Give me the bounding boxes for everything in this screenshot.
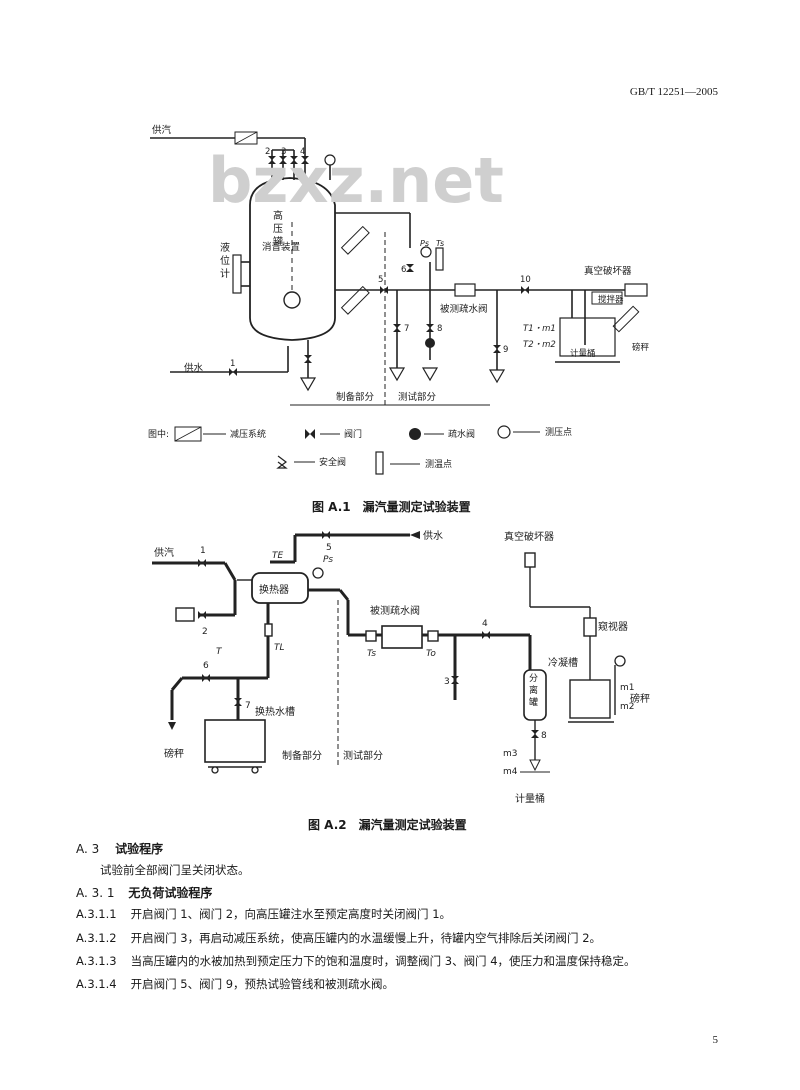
f2-te: TE	[272, 551, 283, 561]
f1-prep-section: 制备部分	[336, 391, 375, 403]
f2-tl: TL	[274, 643, 285, 653]
f2-vacuum-breaker: 真空破坏器	[504, 530, 554, 543]
fig2-caption: 图 A.2 漏汽量测定试验装置	[308, 818, 467, 832]
f2-m2: m2	[620, 702, 635, 712]
f1-ts: Ts	[436, 239, 444, 248]
f1-level-gauge-label: 液位计	[220, 243, 230, 280]
f1-valve-6: 6	[401, 265, 406, 275]
f1-steam-supply: 供汽	[152, 124, 172, 136]
f2-scale-right: 磅秤	[630, 692, 650, 705]
f2-condensing-tank: 冷凝槽	[548, 656, 578, 669]
legend-pressure-reducing: 减压系统	[230, 428, 266, 440]
f1-valve-9: 9	[503, 345, 508, 355]
f1-trap-under-test: 被测疏水阀	[440, 303, 488, 315]
f2-t: T	[216, 647, 223, 657]
section-a3-number: A. 3	[76, 842, 100, 856]
legend-safety-valve-icon	[276, 455, 288, 469]
f1-valve-8: 8	[437, 324, 442, 334]
f1-valve-2: 2	[265, 147, 270, 157]
f2-valve-5: 5	[326, 543, 332, 553]
f2-to: To	[426, 649, 436, 659]
f2-separator-label: 分离罐	[529, 674, 539, 708]
f1-ps: Ps	[420, 239, 429, 248]
f2-ts: Ts	[367, 649, 376, 659]
legend-valve-icon	[305, 429, 315, 439]
f2-valve-6: 6	[203, 661, 209, 671]
f2-heat-exchange-tank: 换热水槽	[255, 705, 295, 718]
f2-m4: m4	[503, 767, 518, 777]
legend-temp-point-icon	[375, 451, 384, 475]
f2-ps: Ps	[323, 555, 333, 565]
f2-valve-2: 2	[202, 627, 208, 637]
legend-pressure-point-icon	[497, 425, 511, 439]
page-number: 5	[712, 1034, 719, 1046]
f2-m3: m3	[503, 749, 518, 759]
standard-number: GB/T 12251—2005	[629, 86, 718, 98]
section-a3-title: 试验程序	[115, 842, 164, 856]
f2-m1: m1	[620, 683, 635, 693]
intro-paragraph: 试验前全部阀门呈关闭状态。	[100, 863, 250, 877]
legend-valve: 阀门	[344, 428, 362, 440]
f2-sight-glass: 窥视器	[598, 620, 628, 633]
legend-pressure-point: 测压点	[545, 427, 572, 438]
legend-steam-trap: 疏水阀	[448, 428, 475, 440]
f2-prep-section: 制备部分	[282, 749, 322, 762]
f2-valve-7: 7	[245, 701, 251, 711]
f1-water-supply: 供水	[184, 362, 204, 374]
f1-metering-bucket: 计量桶	[570, 348, 596, 359]
f1-vacuum-breaker: 真空破坏器	[584, 265, 632, 277]
f2-heat-exchanger: 换热器	[259, 583, 289, 596]
section-a31-number: A. 3. 1	[76, 886, 115, 900]
f2-valve-4: 4	[482, 619, 488, 629]
f1-valve-1: 1	[230, 359, 235, 369]
f1-scale: 磅秤	[632, 342, 650, 353]
f1-tank-label: 高压罐	[273, 211, 283, 248]
f2-metering-bucket: 计量桶	[515, 792, 545, 805]
fig1-caption: 图 A.1 漏汽量测定试验装置	[312, 500, 471, 514]
f1-valve-5: 5	[378, 275, 383, 285]
f1-stirrer: 搅拌器	[598, 294, 624, 305]
f2-water-supply: 供水	[423, 529, 443, 542]
f1-valve-7: 7	[404, 324, 409, 334]
section-a31-title: 无负荷试验程序	[128, 886, 213, 900]
f2-trap-under-test: 被测疏水阀	[370, 604, 420, 617]
f1-valve-4: 4	[300, 147, 305, 157]
f1-muffler: 消音装置	[262, 241, 300, 253]
legend-safety-valve: 安全阀	[319, 456, 346, 468]
f2-valve-1: 1	[200, 546, 206, 556]
f2-scale-left: 磅秤	[164, 747, 184, 760]
legend-prefix: 图中:	[148, 428, 169, 440]
f1-valve-10: 10	[520, 275, 531, 285]
f1-t1m1: T1・m1	[523, 324, 556, 334]
f2-steam-supply: 供汽	[154, 546, 174, 559]
f1-t2m2: T2・m2	[523, 340, 556, 350]
f2-test-section: 测试部分	[343, 749, 383, 762]
f2-valve-3: 3	[444, 677, 450, 687]
watermark: bzxz.net	[208, 144, 504, 217]
legend-steam-trap-icon	[409, 428, 421, 440]
f2-valve-8: 8	[541, 731, 547, 741]
f1-test-section: 测试部分	[398, 391, 437, 403]
f1-valve-3: 3	[281, 147, 286, 157]
legend-temperature-point: 测温点	[425, 459, 452, 470]
